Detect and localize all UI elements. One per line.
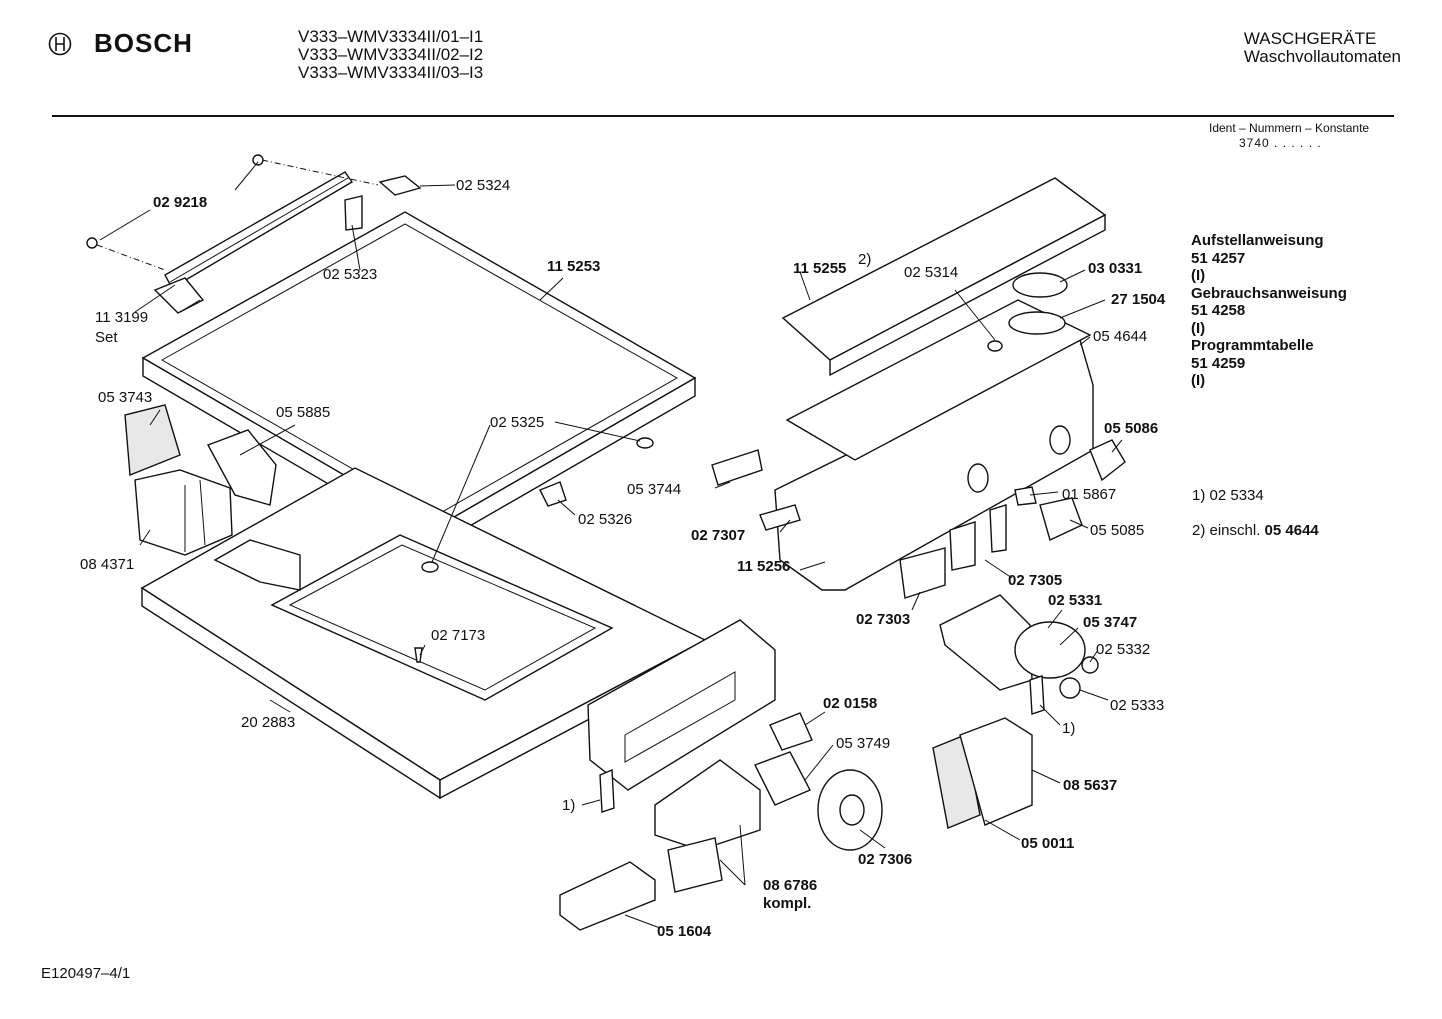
label-055885: 05 5885 xyxy=(276,404,330,421)
bosch-logo-icon xyxy=(48,32,72,55)
footnote-1: 1) 02 5334 xyxy=(1192,478,1319,513)
label-113199: 11 3199 xyxy=(95,309,148,326)
doc-note: (I) xyxy=(1191,319,1206,337)
document-list: Aufstellanweisung 51 4257 (I) Gebrauchsa… xyxy=(1191,232,1347,390)
label-027303: 02 7303 xyxy=(856,611,910,628)
model-list: V333–WMV3334II/01–I1 V333–WMV3334II/02–I… xyxy=(298,28,483,82)
label-053747: 05 3747 xyxy=(1083,614,1137,631)
brand-header: BOSCH xyxy=(48,28,193,59)
label-kompl: kompl. xyxy=(763,895,811,912)
label-053743: 05 3743 xyxy=(98,389,152,406)
control-panel xyxy=(759,272,1094,591)
label-note2: 2) xyxy=(858,251,871,268)
label-084371: 08 4371 xyxy=(80,556,134,573)
label-note1-right: 1) xyxy=(1062,720,1075,737)
label-025324: 02 5324 xyxy=(456,177,510,194)
ident-label: Ident – Nummern – Konstante xyxy=(1209,121,1370,135)
label-053744: 05 3744 xyxy=(627,481,681,498)
label-050011: 05 0011 xyxy=(1021,835,1074,852)
label-025314: 02 5314 xyxy=(904,264,958,281)
header-divider xyxy=(52,115,1394,117)
label-027173: 02 7173 xyxy=(431,627,485,644)
label-115253: 11 5253 xyxy=(547,258,600,275)
model-line: V333–WMV3334II/02–I2 xyxy=(298,45,484,64)
panel-cover xyxy=(781,177,1107,377)
doc-title: Aufstellanweisung xyxy=(1191,232,1324,249)
ident-value: 3740 . . . . . . xyxy=(1239,136,1322,150)
label-202883: 20 2883 xyxy=(241,714,295,731)
label-025332: 02 5332 xyxy=(1096,641,1150,658)
drawer-parts xyxy=(124,404,277,556)
footnotes: 1) 02 5334 2) einschl. 05 4644 xyxy=(1192,478,1319,548)
leader-lines xyxy=(99,161,1123,929)
footnote-text: 02 5334 xyxy=(1209,487,1264,504)
label-note1-left: 1) xyxy=(562,797,575,814)
label-027305: 02 7305 xyxy=(1008,572,1062,589)
small-fasteners xyxy=(414,437,654,663)
control-bracket xyxy=(587,619,776,813)
doc-number: 51 4259 xyxy=(1191,354,1246,372)
doc-title: Programmtabelle xyxy=(1191,337,1314,354)
footnote-prefix: 2) einschl. xyxy=(1192,522,1265,539)
doc-note: (I) xyxy=(1191,372,1206,389)
label-053749: 05 3749 xyxy=(836,735,890,752)
panel-switches xyxy=(711,439,1126,599)
label-015867: 01 5867 xyxy=(1062,486,1116,503)
label-025325: 02 5325 xyxy=(490,414,544,431)
category-subtitle: Waschvollautomaten xyxy=(1243,47,1401,66)
label-054644: 05 4644 xyxy=(1093,328,1147,345)
timer-assembly xyxy=(932,594,1099,829)
footnote-text: 05 4644 xyxy=(1264,522,1319,539)
ident-block: Ident – Nummern – Konstante 3740 . . . .… xyxy=(1209,121,1369,151)
label-115256: 11 5256 xyxy=(737,558,790,575)
footnote-2: 2) einschl. 05 4644 xyxy=(1192,513,1319,548)
brand-name: BOSCH xyxy=(94,28,193,58)
label-027307: 02 7307 xyxy=(691,527,745,544)
label-055086: 05 5086 xyxy=(1104,420,1158,437)
relay-block xyxy=(754,712,813,806)
hinge-bracket xyxy=(153,175,422,314)
base-frame xyxy=(140,467,707,800)
label-271504: 27 1504 xyxy=(1111,291,1166,308)
label-025331: 02 5331 xyxy=(1048,592,1102,609)
footnote-prefix: 1) xyxy=(1192,487,1210,504)
model-line: V333–WMV3334II/01–I1 xyxy=(298,27,484,46)
doc-number: 51 4258 xyxy=(1191,302,1246,319)
category-title: WASCHGERÄTE xyxy=(1243,29,1377,48)
label-055085: 05 5085 xyxy=(1090,522,1144,539)
label-029218: 02 9218 xyxy=(153,194,207,211)
knob-dial xyxy=(817,769,883,851)
door-lock-assembly xyxy=(559,759,761,931)
label-025323: 02 5323 xyxy=(323,266,377,283)
doc-number: 51 4257 xyxy=(1191,249,1246,267)
label-025333: 02 5333 xyxy=(1110,697,1164,714)
doc-note: (I) xyxy=(1191,267,1206,284)
label-086786: 08 6786 xyxy=(763,877,817,894)
label-030331: 03 0331 xyxy=(1088,260,1142,277)
label-020158: 02 0158 xyxy=(823,695,877,712)
category-block: WASCHGERÄTE Waschvollautomaten xyxy=(1244,30,1401,66)
label-051604: 05 1604 xyxy=(657,923,712,940)
model-line: V333–WMV3334II/03–I3 xyxy=(298,63,484,82)
label-025326: 02 5326 xyxy=(578,511,632,528)
label-085637: 08 5637 xyxy=(1063,777,1117,794)
doc-title: Gebrauchsanweisung xyxy=(1191,284,1347,302)
label-027306: 02 7306 xyxy=(858,851,912,868)
label-set: Set xyxy=(95,329,118,346)
drawing-number: E120497–4/1 xyxy=(41,965,131,982)
label-115255: 11 5255 xyxy=(793,260,846,277)
